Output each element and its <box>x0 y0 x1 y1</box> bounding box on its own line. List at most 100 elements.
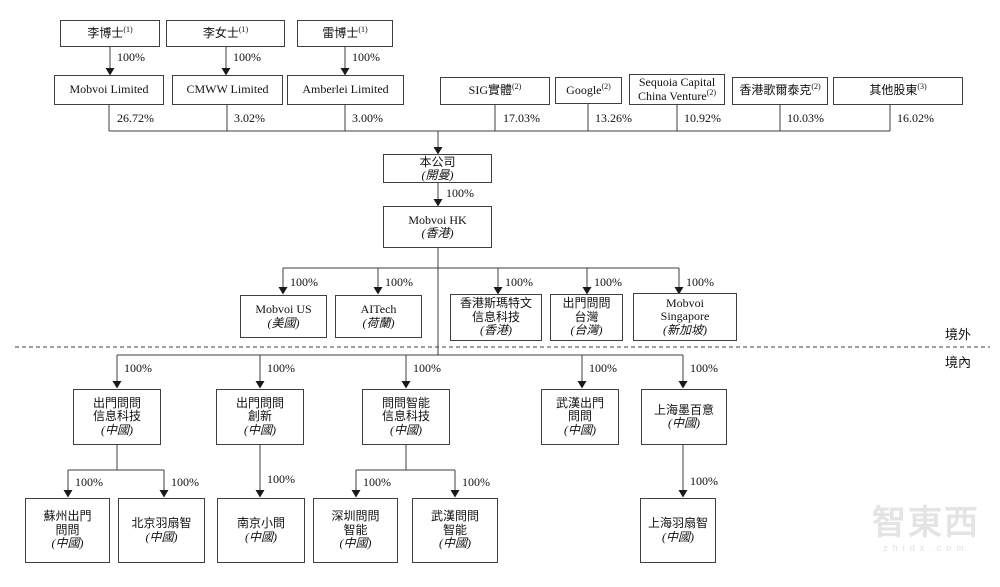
node-company-cayman: 本公司 (開曼) <box>383 154 492 183</box>
node-label: 信息科技 <box>381 409 430 424</box>
node-label: 信息科技 <box>92 409 141 424</box>
node-label: Google(2) <box>566 81 611 97</box>
ownership-pct: 17.03% <box>503 111 540 125</box>
node-sequoia: Sequoia Capital China Venture(2) <box>629 74 725 105</box>
node-jurisdiction: (美國) <box>267 315 300 330</box>
node-label: AITech <box>360 302 397 316</box>
node-aitech: AITech (荷蘭) <box>335 295 422 338</box>
node-label: 香港斯瑪特文 <box>459 296 532 311</box>
node-label: 蘇州出門 <box>43 509 92 524</box>
node-label: China Venture(2) <box>637 87 717 103</box>
footnote-marker: (1) <box>238 24 249 34</box>
node-nanjing-xiaowen: 南京小問 (中國) <box>217 498 305 563</box>
node-label: CMWW Limited <box>186 82 269 97</box>
node-label: 李博士(1) <box>87 24 133 40</box>
watermark-domain: zhidx.com <box>883 543 969 553</box>
node-label: 出門問問 <box>235 395 284 410</box>
node-label: 問問智能 <box>381 395 430 410</box>
node-label: SIG實體(2) <box>468 82 522 98</box>
ownership-pct: 100% <box>505 275 533 289</box>
node-label: 創新 <box>247 409 272 424</box>
node-li-ms: 李女士(1) <box>166 20 285 47</box>
node-suzhou-chumenwenwen: 蘇州出門 問問 (中國) <box>25 498 110 563</box>
node-label: Mobvoi <box>665 295 704 310</box>
node-jurisdiction: (中國) <box>439 536 471 551</box>
node-shenzhen-wenwen-intelligent: 深圳問問 智能 (中國) <box>313 498 398 563</box>
node-jurisdiction: (香港) <box>421 226 454 240</box>
node-jurisdiction: (中國) <box>245 529 277 544</box>
region-label-onshore: 境內 <box>945 355 972 370</box>
node-other-shareholders: 其他股東(3) <box>833 77 963 105</box>
node-jurisdiction: (中國) <box>390 422 422 437</box>
node-jurisdiction: (香港) <box>480 323 512 338</box>
watermark: 智東西 zhidx.com <box>858 504 994 554</box>
node-label: 武漢問問 <box>430 509 479 524</box>
node-cmww-limited: CMWW Limited <box>172 75 283 105</box>
footnote-marker: (2) <box>601 81 611 91</box>
node-mobvoi-taiwan: 出門問問 台灣 (台灣) <box>550 294 623 341</box>
node-jurisdiction: (中國) <box>339 536 372 551</box>
node-hk-smartvoice: 香港斯瑪特文 信息科技 (香港) <box>450 294 542 341</box>
ownership-pct: 26.72% <box>117 111 154 125</box>
ownership-pct: 13.26% <box>595 111 632 125</box>
node-goertek-hk: 香港歌爾泰克(2) <box>732 77 828 105</box>
node-google: Google(2) <box>555 77 622 104</box>
ownership-pct: 100% <box>75 475 103 489</box>
ownership-pct: 100% <box>686 275 714 289</box>
node-label: 南京小問 <box>236 516 285 530</box>
node-label: Mobvoi HK <box>408 212 467 227</box>
ownership-pct: 100% <box>171 475 199 489</box>
node-jurisdiction: (中國) <box>244 422 276 437</box>
node-beijing-yushanzhi: 北京羽扇智 (中國) <box>118 498 205 563</box>
node-mobvoi-limited: Mobvoi Limited <box>54 75 164 105</box>
node-lei-doctor: 雷博士(1) <box>297 20 393 47</box>
ownership-pct: 100% <box>589 361 617 375</box>
ownership-pct: 100% <box>117 50 145 64</box>
ownership-pct: 100% <box>233 50 261 64</box>
node-sig: SIG實體(2) <box>440 77 550 105</box>
node-jurisdiction: (中國) <box>668 416 700 430</box>
node-jurisdiction: (中國) <box>662 529 694 544</box>
node-shanghai-yushanzhi: 上海羽扇智 (中國) <box>640 498 716 563</box>
ownership-pct: 100% <box>413 361 441 375</box>
node-label: 問問 <box>567 409 592 424</box>
node-label: 上海羽扇智 <box>647 516 708 530</box>
node-label: 武漢出門 <box>555 395 604 410</box>
node-jurisdiction: (新加坡) <box>663 322 707 337</box>
watermark-logo: 智東西 <box>872 504 980 542</box>
node-li-doctor: 李博士(1) <box>60 20 160 47</box>
node-mobvoi-hk: Mobvoi HK (香港) <box>383 206 492 248</box>
ownership-pct: 100% <box>124 361 152 375</box>
node-jurisdiction: (中國) <box>101 422 133 437</box>
node-label: 智能 <box>442 522 467 537</box>
ownership-pct: 3.00% <box>352 111 383 125</box>
node-label: 深圳問問 <box>331 509 380 524</box>
footnote-marker: (1) <box>123 24 133 34</box>
footnote-marker: (2) <box>706 87 717 97</box>
footnote-marker: (1) <box>358 24 368 34</box>
node-label: 其他股東(3) <box>869 82 927 98</box>
node-label: 本公司 <box>419 154 456 169</box>
ownership-pct: 10.92% <box>684 111 721 125</box>
ownership-pct: 10.03% <box>787 111 824 125</box>
ownership-pct: 100% <box>290 275 318 289</box>
ownership-pct: 100% <box>363 475 391 489</box>
node-label: Singapore <box>660 309 710 324</box>
node-chumenwenwen-innovation: 出門問問 創新 (中國) <box>216 389 304 445</box>
node-chumenwenwen-info-tech: 出門問問 信息科技 (中國) <box>73 389 161 445</box>
node-label: Sequoia Capital <box>638 75 716 89</box>
node-label: 問問 <box>55 522 80 537</box>
node-label: 出門問問 <box>562 296 611 311</box>
node-label: 北京羽扇智 <box>131 516 192 530</box>
node-jurisdiction: (中國) <box>145 529 178 544</box>
node-jurisdiction: (中國) <box>564 422 596 437</box>
footnote-marker: (2) <box>512 82 522 92</box>
node-jurisdiction: (荷蘭) <box>362 315 395 330</box>
ownership-pct: 100% <box>385 275 413 289</box>
node-wuhan-wenwen-intelligent: 武漢問問 智能 (中國) <box>412 498 498 563</box>
ownership-pct: 100% <box>446 186 474 200</box>
ownership-pct: 100% <box>594 275 622 289</box>
ownership-pct: 16.02% <box>897 111 934 125</box>
node-label: 信息科技 <box>471 309 520 324</box>
